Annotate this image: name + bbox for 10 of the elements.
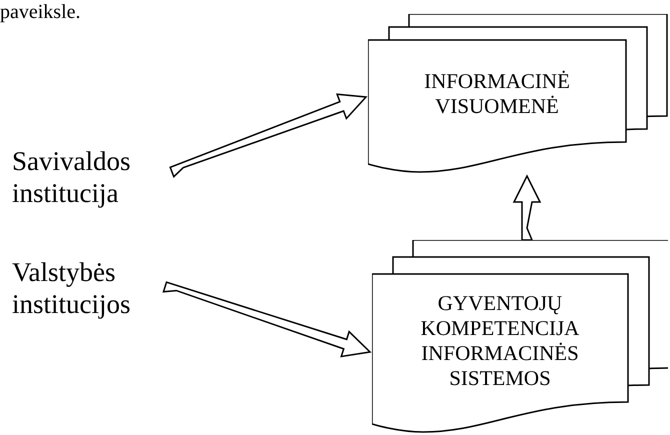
multi-document-shape <box>372 240 668 435</box>
multi-document-shape <box>368 14 668 174</box>
source-label: Valstybės institucijos <box>12 256 132 320</box>
hollow-arrow <box>512 174 542 241</box>
document-text: INFORMACINĖ VISUOMENĖ <box>423 69 571 119</box>
text-fragment: paveiksle. <box>0 0 81 24</box>
hollow-arrow <box>169 93 368 178</box>
hollow-arrow <box>162 281 372 358</box>
source-label: Savivaldos institucija <box>12 145 132 209</box>
document-text: GYVENTOJŲ KOMPETENCIJA INFORMACINĖS SISTEMOS <box>420 291 580 391</box>
